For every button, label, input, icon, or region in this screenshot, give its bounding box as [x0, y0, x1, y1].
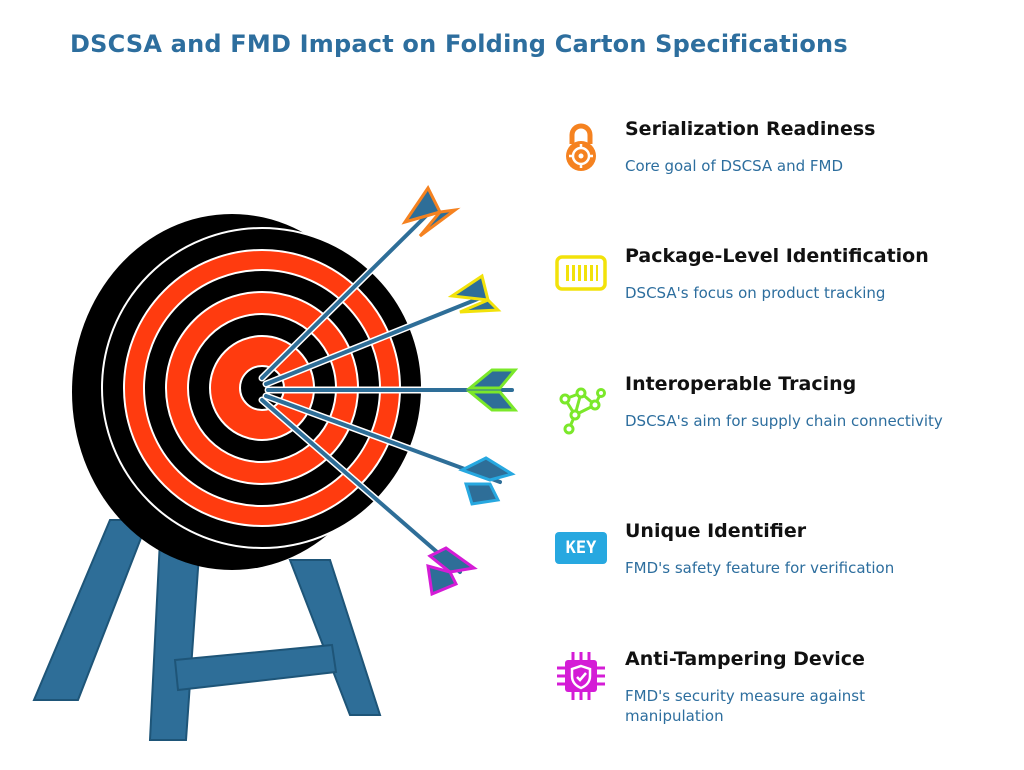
- item-description: DSCSA's focus on product tracking: [625, 284, 886, 302]
- target-illustration: [32, 185, 519, 741]
- padlock-target-icon: [566, 123, 596, 171]
- item-heading: Unique Identifier: [625, 520, 807, 542]
- item-description: FMD's security measure against manipulat…: [625, 687, 865, 725]
- key-badge-icon: KEY: [555, 532, 607, 564]
- barcode-icon: [555, 255, 607, 291]
- network-nodes-icon: [559, 387, 606, 435]
- arrow-blue: [262, 392, 516, 506]
- arrows: [258, 185, 519, 597]
- arrow-yellow: [262, 273, 502, 388]
- arrow-magenta: [258, 396, 478, 597]
- page-title: DSCSA and FMD Impact on Folding Carton S…: [70, 30, 848, 58]
- item-heading: Package-Level Identification: [625, 245, 929, 267]
- arrow-orange: [258, 185, 461, 382]
- item-description: Core goal of DSCSA and FMD: [625, 157, 844, 175]
- item-heading: Interoperable Tracing: [625, 373, 857, 395]
- item-heading: Serialization Readiness: [625, 118, 876, 140]
- arrow-green: [264, 368, 519, 412]
- target-stand: [32, 519, 382, 741]
- chip-shield-icon: [557, 652, 605, 700]
- item-heading: Anti-Tampering Device: [625, 648, 865, 670]
- item-description: FMD's safety feature for verification: [625, 559, 895, 577]
- item-description: DSCSA's aim for supply chain connectivit…: [625, 412, 943, 430]
